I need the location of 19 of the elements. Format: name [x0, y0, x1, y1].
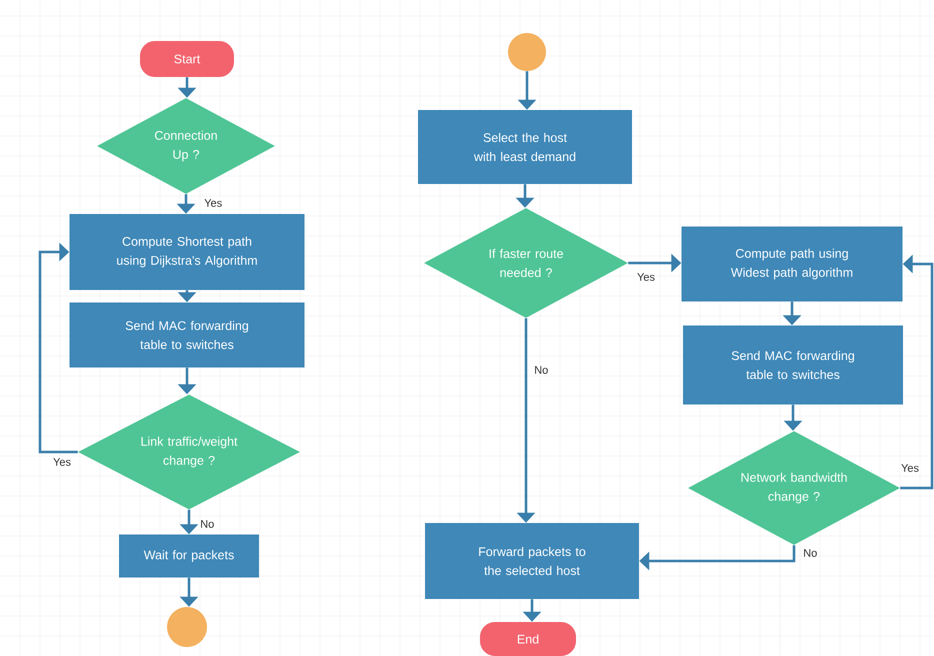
- process-box: Wait for packets: [119, 534, 259, 578]
- connector-circle: [167, 607, 207, 647]
- arrow: [38, 242, 78, 454]
- terminal-pill: End: [480, 622, 576, 656]
- terminal-pill: Start: [140, 41, 234, 77]
- connector-circle: [508, 33, 546, 71]
- process-box: Forward packets to the selected host: [425, 523, 639, 599]
- edge-label: Yes: [52, 457, 72, 467]
- process-box: Compute Shortest path using Dijkstra's Algorithm: [70, 214, 304, 290]
- edge-label: No: [802, 548, 818, 558]
- edge-label: Yes: [203, 198, 224, 208]
- edge-label: No: [199, 519, 216, 529]
- process-box: Send MAC forwarding table to switches: [70, 302, 304, 368]
- process-box: Compute path using Widest path algorithm: [682, 226, 902, 302]
- edge-label: No: [533, 365, 550, 375]
- edge-label: Yes: [636, 272, 656, 282]
- edge-label: Yes: [900, 463, 920, 473]
- process-box: Send MAC forwarding table to switches: [683, 326, 903, 404]
- process-box: Select the host with least demand: [418, 110, 632, 184]
